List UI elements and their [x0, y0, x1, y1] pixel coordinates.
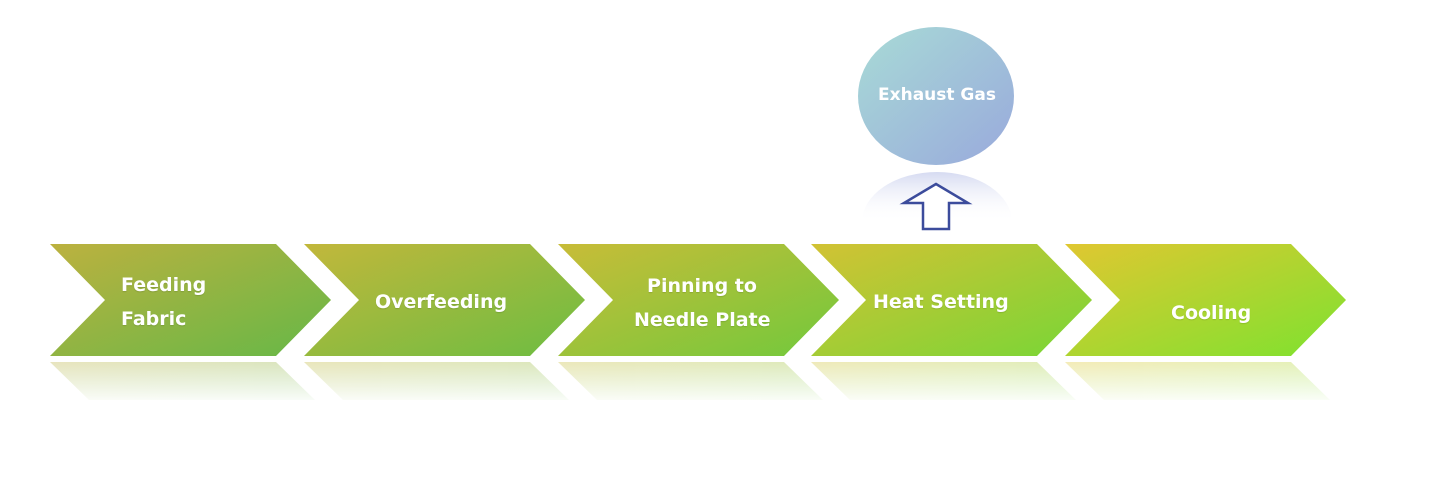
- step-label-pinning: Pinning to Needle Plate: [634, 269, 771, 337]
- chevron-step-2: [304, 244, 585, 356]
- chevron-step-1: [50, 244, 331, 356]
- reflection-fade: [40, 360, 1350, 405]
- step-label-overfeeding: Overfeeding: [375, 285, 507, 319]
- step-label-feeding-fabric: Feeding Fabric: [121, 268, 206, 336]
- chevron-step-4: [811, 244, 1092, 356]
- chevron-step-5: [1065, 244, 1346, 356]
- up-arrow-icon: [899, 182, 973, 231]
- step-2-line-1: Overfeeding: [375, 291, 508, 313]
- step-3-line-1: Pinning to: [647, 275, 757, 297]
- step-1-line-2: Fabric: [121, 308, 187, 330]
- step-3-line-2: Needle Plate: [634, 309, 771, 331]
- step-5-line-1: Cooling: [1171, 302, 1252, 324]
- step-label-heat-setting: Heat Setting: [873, 285, 1009, 319]
- step-4-line-1: Heat Setting: [873, 291, 1009, 313]
- chevron-step-3: [558, 244, 839, 356]
- exhaust-gas-bubble: [858, 27, 1014, 165]
- step-1-line-1: Feeding: [121, 274, 207, 296]
- step-label-cooling: Cooling: [1171, 296, 1251, 330]
- exhaust-gas-label: Exhaust Gas: [878, 85, 996, 105]
